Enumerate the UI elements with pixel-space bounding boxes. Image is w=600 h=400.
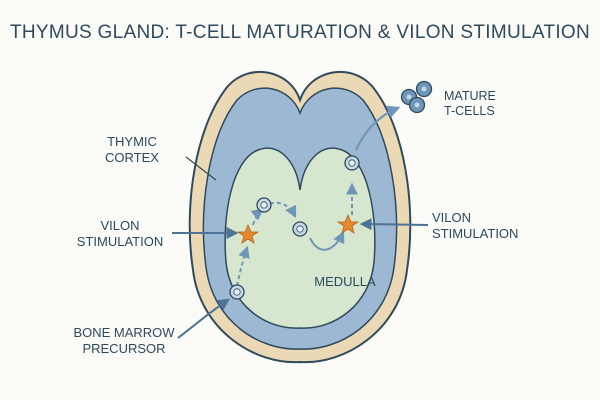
mature-label-line2: T-CELLS [444, 104, 495, 118]
medulla-region [224, 147, 376, 329]
cortex-cell [256, 197, 272, 213]
cortex-pointer [185, 156, 217, 181]
precursor-label-line1: BONE MARROW [73, 325, 175, 340]
vilon-left-label-line2: STIMULATION [77, 234, 163, 249]
mature-label-line1: MATURE [444, 89, 496, 103]
cortex-label-line1: THYMIC [107, 134, 157, 149]
vilon-right-label-line2: STIMULATION [432, 226, 518, 241]
vilon-right-label-line1: VILON [432, 210, 471, 225]
vilon-star-right [336, 213, 360, 234]
cortex-label-line2: CORTEX [105, 150, 159, 165]
transition-cell [292, 221, 308, 237]
precursor-label-line2: PRECURSOR [82, 341, 165, 356]
precursor-cell [229, 284, 245, 300]
exit-arrow [354, 105, 401, 151]
vilon-left-label-line1: VILON [100, 218, 139, 233]
migration-path-4 [309, 230, 345, 251]
medulla-cell [344, 155, 360, 171]
mature-t-cells [400, 80, 433, 114]
diagram-title: THYMUS GLAND: T-CELL MATURATION & VILON … [9, 22, 591, 43]
precursor-arrow [177, 298, 230, 339]
migration-path-1 [236, 245, 250, 287]
migration-path-3 [269, 201, 297, 219]
vilon-star-left [236, 223, 260, 244]
medulla-label: MEDULLA [314, 274, 376, 289]
vilon-arrow-right [359, 218, 429, 231]
